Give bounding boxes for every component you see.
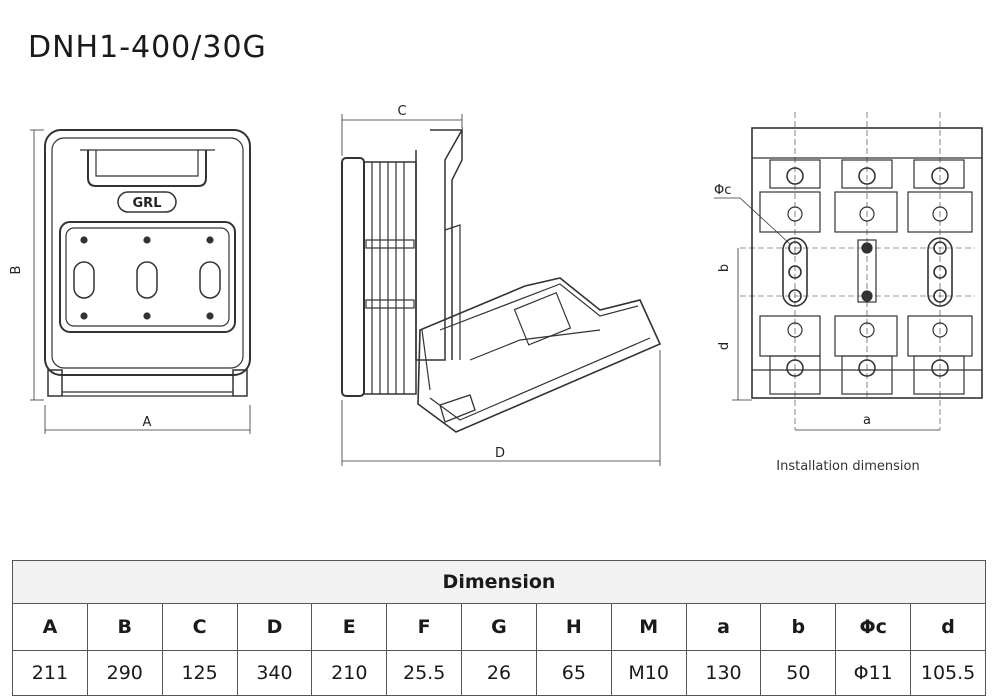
col-header-M: M [610, 603, 687, 651]
dim-label-hole: Φc [714, 183, 731, 198]
col-header-d: d [910, 603, 986, 651]
value-H: 65 [535, 650, 612, 696]
col-header-D: D [236, 603, 313, 651]
value-D: 340 [236, 650, 313, 696]
dim-label-d: d [717, 342, 732, 350]
dim-label-b: b [717, 264, 732, 272]
table-row: 211 290 125 340 210 25.5 26 65 M10 130 5… [12, 650, 986, 696]
value-d: 105.5 [910, 650, 986, 696]
dim-label-D: D [495, 446, 505, 461]
col-header-A: A [12, 603, 88, 651]
col-header-C: C [161, 603, 238, 651]
col-header-H: H [535, 603, 612, 651]
table-caption: Dimension [12, 560, 986, 604]
installation-caption: Installation dimension [776, 459, 919, 474]
value-E: 210 [311, 650, 388, 696]
value-M: M10 [610, 650, 687, 696]
dim-label-A: A [143, 415, 152, 430]
col-header-E: E [311, 603, 388, 651]
value-F: 25.5 [386, 650, 463, 696]
dimension-table: Dimension A B C D E F G H M a b Φc d 211… [12, 560, 986, 696]
value-B: 290 [86, 650, 163, 696]
dim-label-C: C [397, 104, 406, 119]
value-c: Φ11 [835, 650, 912, 696]
col-header-G: G [461, 603, 537, 651]
front-view: GRL B A [9, 129, 251, 434]
dim-label-a: a [863, 413, 871, 428]
technical-drawing: GRL B A [9, 104, 983, 474]
value-C: 125 [161, 650, 238, 696]
col-header-B: B [86, 603, 163, 651]
value-a: 130 [685, 650, 762, 696]
dim-label-B: B [9, 266, 24, 275]
logo-text: GRL [133, 196, 162, 211]
value-A: 211 [12, 650, 88, 696]
value-G: 26 [461, 650, 537, 696]
value-b: 50 [760, 650, 837, 696]
installation-view: Φc b d a Installation dimension [714, 112, 983, 474]
col-header-c: Φc [835, 603, 912, 651]
page-title: DNH1-400/30G [28, 30, 267, 65]
col-header-b: b [760, 603, 837, 651]
side-view: C D [341, 104, 662, 466]
col-header-F: F [386, 603, 463, 651]
table-header-row: A B C D E F G H M a b Φc d [12, 603, 986, 651]
col-header-a: a [685, 603, 762, 651]
